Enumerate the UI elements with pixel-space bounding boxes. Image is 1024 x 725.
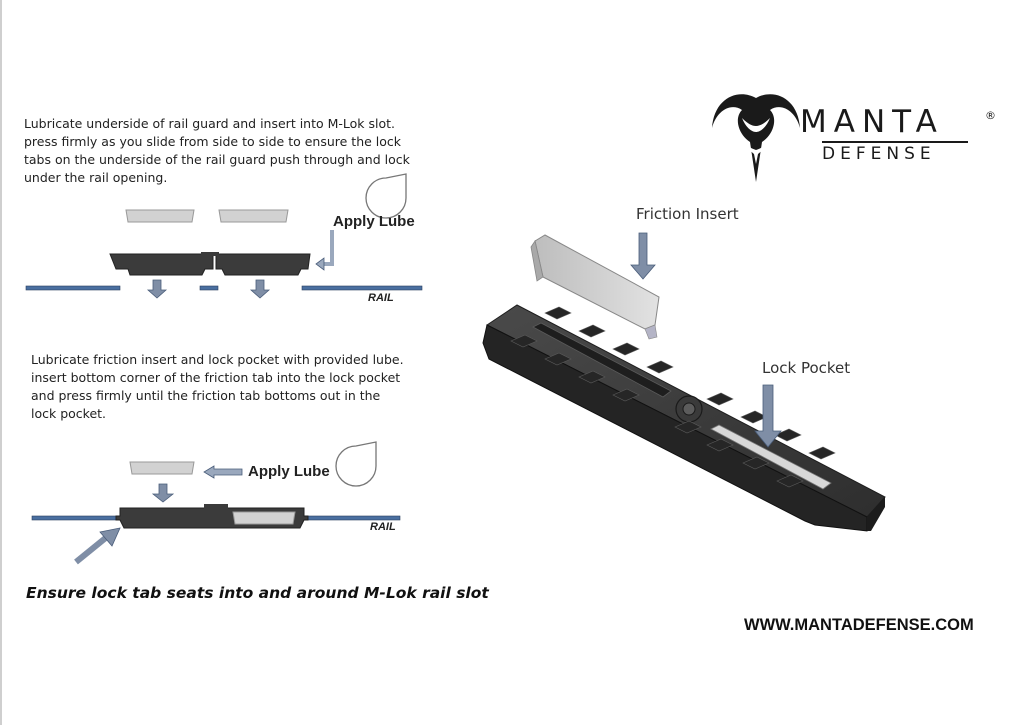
pointer-arrow	[74, 533, 110, 565]
rail-guard-bridge	[201, 252, 219, 256]
left-arrow-icon	[203, 465, 243, 479]
step2-apply-lube-label: Apply Lube	[248, 463, 330, 480]
lube-drop-icon	[335, 441, 377, 487]
step1-apply-lube-label: Apply Lube	[333, 213, 415, 230]
step1-line: press firmly as you slide from side to s…	[24, 134, 402, 149]
step1-instructions: Lubricate underside of rail guard and in…	[24, 115, 410, 187]
step1-line: under the rail opening.	[24, 170, 168, 185]
step1-rail-label: RAIL	[368, 292, 394, 304]
friction-insert-shape	[125, 209, 195, 223]
lock-pocket-slot	[710, 424, 832, 490]
down-arrow-icon	[249, 279, 271, 299]
step2-rail-label: RAIL	[370, 521, 396, 533]
step2-line: and press firmly until the friction tab …	[31, 388, 381, 403]
ensure-note: Ensure lock tab seats into and around M-…	[26, 584, 489, 602]
lock-pocket-arrow	[754, 384, 782, 448]
brand-name: MANTA	[800, 104, 944, 140]
pointer-arrow-head	[99, 527, 121, 547]
page-edge-line	[0, 0, 2, 725]
brand-underline	[822, 141, 968, 143]
down-arrow-icon	[146, 279, 168, 299]
friction-insert-label: Friction Insert	[636, 205, 739, 223]
rail-bar	[297, 515, 401, 521]
website-url: WWW.MANTADEFENSE.COM	[744, 616, 974, 634]
friction-insert-arrow	[630, 232, 656, 280]
lube-arrow-head	[315, 257, 325, 271]
rail-guard-side	[482, 324, 868, 532]
rail-bar	[25, 285, 121, 291]
friction-insert-shape	[129, 461, 195, 475]
step2-instructions: Lubricate friction insert and lock pocke…	[31, 351, 404, 423]
step1-line: Lubricate underside of rail guard and in…	[24, 116, 396, 131]
step2-line: insert bottom corner of the friction tab…	[31, 370, 401, 385]
rail-bar	[31, 515, 123, 521]
step2-diagram	[31, 441, 401, 565]
step1-line: tabs on the underside of the rail guard …	[24, 152, 410, 167]
registered-mark: ®	[985, 109, 996, 122]
rail-guard-bridge	[204, 504, 228, 509]
rail-guard-part	[215, 253, 311, 276]
brand-sub: DEFENSE	[822, 144, 936, 164]
step2-line: lock pocket.	[31, 406, 107, 421]
lube-arrow	[322, 230, 334, 266]
friction-insert-shape	[218, 209, 289, 223]
down-arrow-icon	[151, 483, 175, 503]
seated-insert	[232, 511, 296, 525]
pocket-left	[532, 322, 672, 398]
lock-pocket-label: Lock Pocket	[762, 359, 851, 377]
rail-guard-render	[482, 232, 886, 532]
rail-bar	[199, 285, 219, 291]
lube-drop-icon	[365, 173, 407, 219]
rail-guard-end	[867, 497, 885, 531]
step1-diagram	[25, 173, 423, 299]
rail-guard-part	[109, 253, 214, 276]
manta-logo-icon	[712, 94, 800, 182]
step2-line: Lubricate friction insert and lock pocke…	[31, 352, 404, 367]
rail-bar	[301, 285, 423, 291]
